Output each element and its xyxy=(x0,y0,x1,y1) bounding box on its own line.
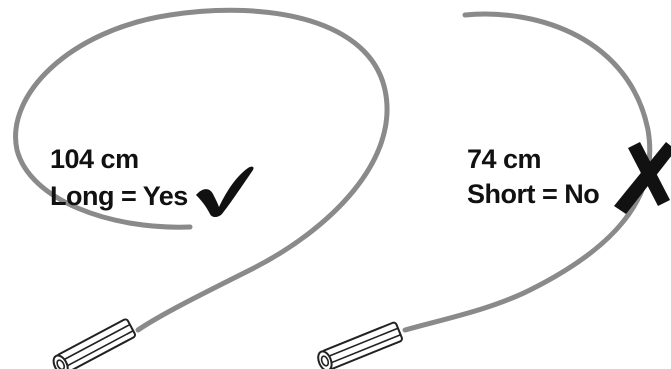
long-cable-wire xyxy=(13,7,390,333)
long-cable-verdict-label: Long = Yes xyxy=(50,181,188,211)
check-icon xyxy=(196,166,254,217)
long-cable-connector xyxy=(52,318,136,369)
long-cable-length-label: 104 cm xyxy=(50,144,139,174)
short-cable-length-label: 74 cm xyxy=(467,144,541,174)
short-cable-connector xyxy=(317,321,403,369)
cross-icon xyxy=(614,142,671,214)
long-cable-group: 104 cm Long = Yes xyxy=(13,7,390,369)
short-cable-group: 74 cm Short = No xyxy=(317,11,671,369)
short-cable-verdict-label: Short = No xyxy=(467,179,599,209)
